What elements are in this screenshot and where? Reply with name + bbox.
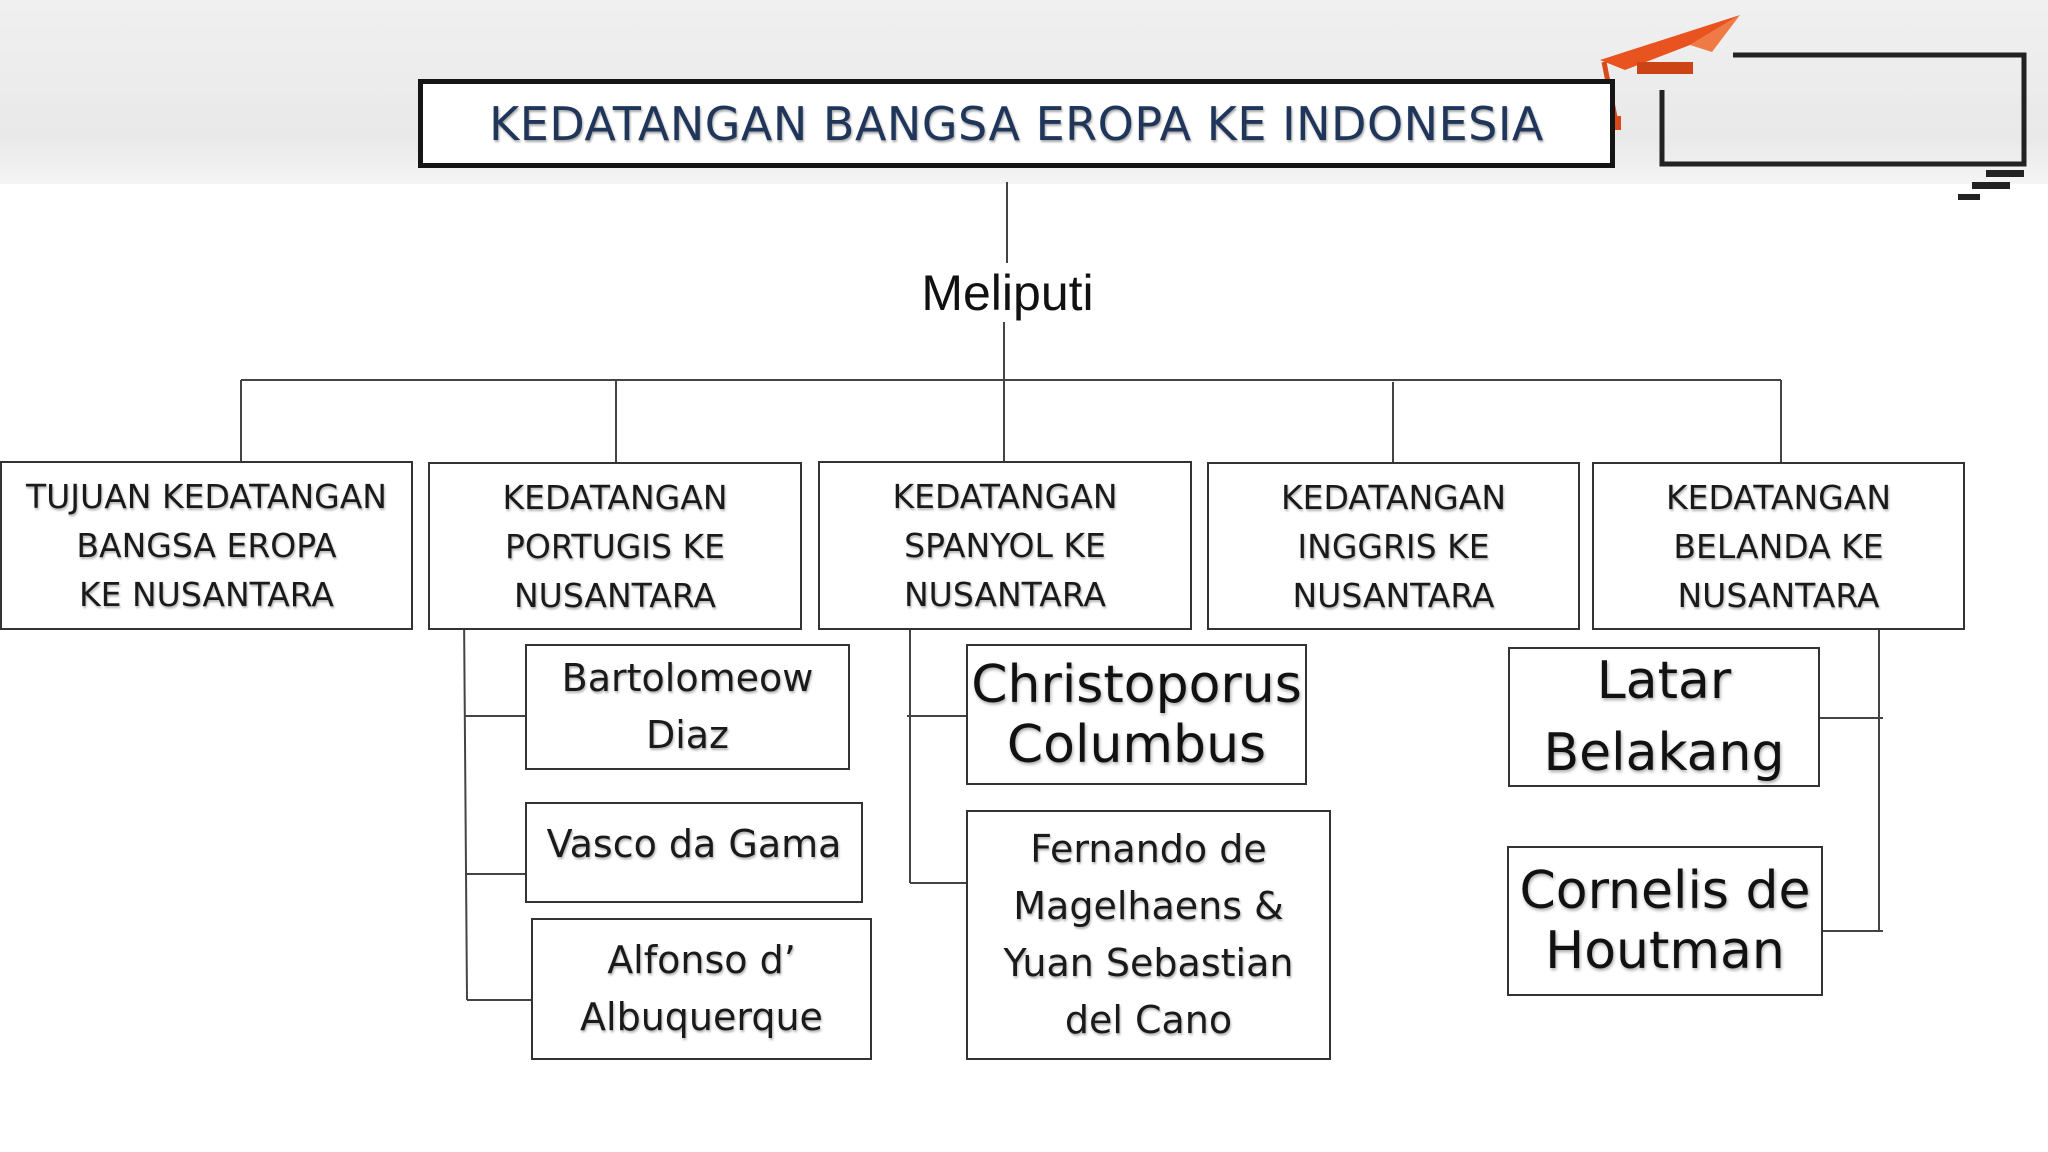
branch-spanyol: KEDATANGAN SPANYOL KE NUSANTARA — [818, 461, 1192, 630]
leaf-cornelis-de-houtman-text: Cornelis de Houtman — [1519, 861, 1811, 981]
leaf-latar-belakang: Latar Belakang — [1508, 647, 1820, 787]
diagram-title: KEDATANGAN BANGSA EROPA KE INDONESIA — [418, 79, 1615, 168]
branch-portugis-label: KEDATANGAN PORTUGIS KE NUSANTARA — [502, 477, 728, 615]
leaf-bartolomeow-diaz-text: Bartolomeow Diaz — [561, 656, 814, 757]
branch-inggris: KEDATANGAN INGGRIS KE NUSANTARA — [1207, 462, 1580, 630]
branch-inggris-label: KEDATANGAN INGGRIS KE NUSANTARA — [1280, 477, 1507, 615]
branch-spanyol-label: KEDATANGAN SPANYOL KE NUSANTARA — [892, 477, 1118, 614]
leaf-fernando-magelhaens: Fernando de Magelhaens & Yuan Sebastian … — [966, 810, 1331, 1060]
connector-label: Meliputi — [921, 265, 1094, 321]
leaf-latar-belakang-text: Latar Belakang — [1543, 651, 1785, 783]
branch-tujuan-label: TUJUAN KEDATANGAN BANGSA EROPA KE NUSANT… — [26, 477, 387, 614]
leaf-fernando-magelhaens-text: Fernando de Magelhaens & Yuan Sebastian … — [1003, 827, 1294, 1042]
diagram-title-text: KEDATANGAN BANGSA EROPA KE INDONESIA — [489, 96, 1544, 151]
leaf-alfonso-albuquerque-text: Alfonso d’ Albuquerque — [580, 938, 823, 1039]
branch-tujuan: TUJUAN KEDATANGAN BANGSA EROPA KE NUSANT… — [0, 461, 413, 630]
branch-belanda: KEDATANGAN BELANDA KE NUSANTARA — [1592, 462, 1965, 630]
connector-portugis-spine — [463, 611, 468, 1001]
graduation-cap-icon — [1600, 15, 1740, 130]
leaf-bartolomeow-diaz: Bartolomeow Diaz — [525, 644, 850, 770]
leaf-vasco-da-gama: Vasco da Gama — [525, 802, 863, 903]
branch-portugis: KEDATANGAN PORTUGIS KE NUSANTARA — [428, 462, 802, 630]
branch-belanda-label: KEDATANGAN BELANDA KE NUSANTARA — [1665, 477, 1892, 615]
leaf-christoporus-columbus-text: Christoporus Columbus — [971, 654, 1302, 775]
header-decoration — [1600, 15, 2027, 200]
leaf-christoporus-columbus: Christoporus Columbus — [966, 644, 1307, 785]
leaf-cornelis-de-houtman: Cornelis de Houtman — [1507, 846, 1823, 996]
leaf-alfonso-albuquerque: Alfonso d’ Albuquerque — [531, 918, 872, 1060]
leaf-vasco-da-gama-text: Vasco da Gama — [546, 822, 842, 866]
stairs-decoration — [1958, 170, 2024, 200]
